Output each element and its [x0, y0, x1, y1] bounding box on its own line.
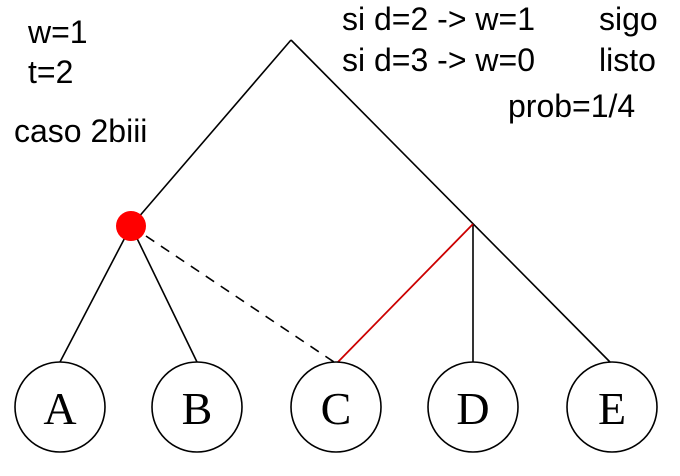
leaf-e-circle: [566, 361, 658, 453]
marked-node: [116, 211, 146, 241]
leaf-b-circle: [151, 361, 243, 453]
rule-d2-label: si d=2 -> w=1: [342, 1, 535, 37]
edge-root-e: [290, 39, 611, 363]
edge-marked-a: [59, 225, 132, 363]
leaf-c-label: C: [321, 383, 352, 434]
leaf-a: A: [14, 361, 106, 453]
leaf-b: B: [151, 361, 243, 453]
edge-root-left: [130, 39, 292, 227]
leaf-d: D: [427, 361, 519, 453]
leaf-a-circle: [14, 361, 106, 453]
rule-d3-label: si d=3 -> w=0: [342, 42, 535, 78]
leaf-c-circle: [290, 361, 382, 453]
leaf-a-label: A: [43, 383, 76, 434]
leaf-e: E: [566, 361, 658, 453]
edge-internal-c-highlight: [335, 223, 474, 365]
time-label: t=2: [28, 54, 73, 90]
probability-label: prob=1/4: [508, 88, 635, 124]
edge-marked-c-dashed: [130, 225, 335, 363]
leaf-e-label: E: [598, 383, 626, 434]
case-label: caso 2biii: [14, 113, 147, 149]
leaf-b-label: B: [182, 383, 213, 434]
leaf-c: C: [290, 361, 382, 453]
edge-marked-b: [130, 225, 198, 363]
rule-d3-action: listo: [599, 42, 656, 78]
leaf-d-label: D: [456, 383, 489, 434]
leaf-d-circle: [427, 361, 519, 453]
rule-d2-action: sigo: [599, 1, 658, 37]
weight-label: w=1: [27, 14, 88, 50]
